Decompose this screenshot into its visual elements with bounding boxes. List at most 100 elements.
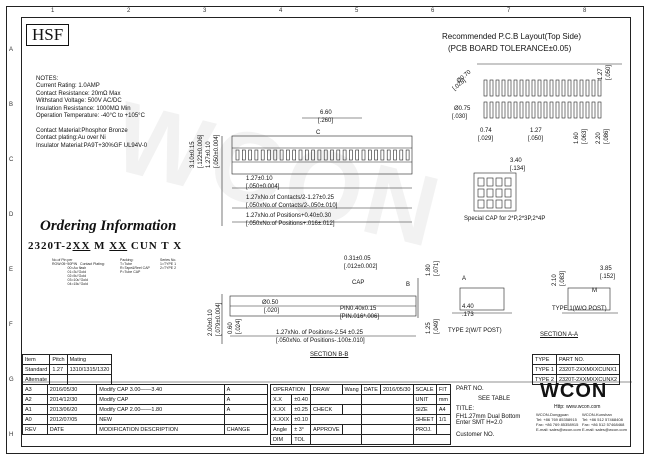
- dim-text: 4.40: [462, 304, 474, 310]
- table-row: Alternate: [21, 374, 113, 385]
- dim-text: [.063]: [582, 128, 588, 144]
- edge-col-marker: 8: [583, 8, 587, 14]
- note-line: Contact Material:Phosphor Bronze: [36, 127, 128, 134]
- layout-title: Recommended P.C.B Layout(Top Side): [442, 32, 582, 41]
- section-a-label: SECTION A-A: [540, 332, 579, 338]
- type2-label: TYPE 2(W/T POST): [448, 328, 502, 334]
- ordering-legend-series: Series No. 1=TYPE 1 2=TYPE 2: [160, 258, 177, 270]
- pcb-layout: [483, 79, 602, 119]
- company-url: Http: www.wcon.com: [554, 404, 601, 410]
- dim-text: [.260]: [318, 118, 334, 124]
- edge-col-marker: 3: [203, 8, 207, 14]
- table-header: Mating: [66, 354, 113, 365]
- note-line: NOTES:: [36, 76, 59, 82]
- dim-text: [PIN.016*.006]: [340, 314, 380, 320]
- ordering-legend-packing: Packing: T=Tube R=Tape&Reel CAP P=Tube C…: [120, 258, 150, 274]
- dim-text: [.024]: [236, 318, 242, 334]
- dim-text: [.079±0.004]: [216, 302, 222, 336]
- special-cap: [473, 172, 517, 212]
- section-a-type2: [459, 287, 505, 311]
- connector-pins: [235, 149, 410, 161]
- edge-col-marker: 4: [279, 8, 283, 14]
- dim-text: Ø0.50: [262, 300, 279, 306]
- edge-col-marker: 6: [431, 8, 435, 14]
- approval-table: OPERATION DRAW Wang DATE 2016/05/30 SCAL…: [269, 384, 452, 445]
- company-name: WCON: [540, 380, 608, 402]
- dim-text: 1.25: [426, 322, 432, 334]
- dim-text: [.050]: [606, 64, 612, 80]
- cap-label: CAP: [352, 280, 365, 286]
- dim-text: 3.10±0.15: [190, 141, 196, 168]
- table-row: TYPE 2 2320T-2XXMXXCUNX2: [532, 374, 621, 385]
- table-header: REV: [22, 424, 48, 435]
- ordering-legend: No.of Pin per ROW:05~50PIN Contact Plati…: [52, 258, 105, 286]
- dim-text: Ø0.75: [454, 106, 471, 112]
- edge-col-marker: 5: [355, 8, 359, 14]
- edge-row-marker: A: [9, 47, 14, 53]
- dim-text: 0.60: [228, 322, 234, 334]
- section-marker: C: [316, 130, 321, 136]
- drawing-frame: WCON HSF Recommended P.C.B Layout(Top Si…: [21, 17, 632, 447]
- edge-row-marker: H: [9, 432, 14, 438]
- edge-col-marker: 1: [51, 8, 55, 14]
- dim-text: 3.85: [600, 266, 612, 272]
- edge-col-marker: 2: [127, 8, 131, 14]
- note-line: Operation Temperature: -40°C to +105°C: [36, 113, 145, 120]
- dim-text: [.020]: [264, 308, 280, 314]
- dim-text: 1.27±0.10: [206, 141, 212, 168]
- ordering-title: Ordering Information: [40, 218, 177, 234]
- dim-text: 6.60: [320, 110, 332, 116]
- note-line: Current Rating: 1.0AMP: [36, 83, 100, 90]
- dim-text: 1.27xNo.of Contacts/2-1.27±0.25: [246, 195, 335, 201]
- edge-row-marker: E: [9, 267, 14, 273]
- edge-col-marker: 7: [507, 8, 511, 14]
- drawing-sheet: WCON HSF Recommended P.C.B Layout(Top Si…: [6, 6, 644, 454]
- technical-drawing: [22, 63, 632, 383]
- dim-text: PIN0.40x0.15: [340, 306, 377, 312]
- dim-text: 0.74: [480, 128, 492, 134]
- edge-row-marker: G: [9, 377, 14, 383]
- dim-text: [.050xNo.of Contacts/2-.050±.010]: [246, 203, 338, 209]
- title-value: FH1.27mm Dual Bottom Enter SMT H=2.0: [456, 414, 521, 426]
- layout-tolerance: (PCB BOARD TOLERANCE±0.05): [448, 44, 572, 53]
- dim-text: [.030]: [452, 114, 468, 120]
- dim-text: 1.60: [574, 132, 580, 144]
- dim-text: [.122±0.006]: [198, 134, 204, 168]
- dim-text: 1.27±0.10: [246, 176, 273, 182]
- dim-text: [.029]: [478, 136, 494, 142]
- dim-text: 2.20: [596, 132, 602, 144]
- special-cap-note: Special CAP for 2*P,2*3P,2*4P: [464, 216, 546, 222]
- title-label: TITLE:: [456, 406, 475, 412]
- dim-text: [.071]: [434, 260, 440, 276]
- type-table: TYPE PART NO. TYPE 1 2320T-2XXMXXCUNX1 T…: [532, 354, 621, 385]
- dim-text: [.050±0.004]: [214, 134, 220, 168]
- table-row: TYPE 1 2320T-2XXMXXCUNX1: [532, 364, 621, 375]
- edge-row-marker: C: [9, 157, 14, 163]
- company-contact-right: WCON-Kunshan Tel: +86 512 57468408 Fax: …: [582, 412, 627, 432]
- section-marker: A: [462, 276, 467, 282]
- dim-text: [.152]: [600, 274, 616, 280]
- dim-text: 1.80: [426, 264, 432, 276]
- table-header: PART NO.: [555, 354, 621, 365]
- part-number-format: 2320T-2XX M XX CUN T X: [28, 240, 183, 252]
- dim-text: [.083]: [560, 270, 566, 286]
- table-header: Item: [21, 354, 51, 365]
- section-a-type1: [567, 287, 611, 311]
- table-header: MODIFICATION DESCRIPTION: [96, 424, 225, 435]
- note-line: Insulation Resistance: 1000MΩ Min: [36, 105, 131, 112]
- edge-row-marker: D: [9, 212, 14, 218]
- dim-text: [.050xNo. of Positions-.100±.010]: [276, 338, 365, 344]
- table-row: Standard 1.27 1310/1315/1320: [21, 364, 113, 375]
- section-marker: B: [406, 282, 411, 288]
- dim-text: [.086]: [604, 128, 610, 144]
- dim-text: .173: [462, 312, 474, 318]
- company-logo: HSF: [26, 24, 70, 46]
- dim-text: 2.10: [552, 274, 558, 286]
- dim-text: 1.27: [598, 68, 604, 80]
- section-marker: M: [592, 288, 597, 294]
- customer-no: Customer NO.: [456, 432, 495, 438]
- table-header: CHANGE: [223, 424, 269, 435]
- dim-text: [.049]: [434, 318, 440, 334]
